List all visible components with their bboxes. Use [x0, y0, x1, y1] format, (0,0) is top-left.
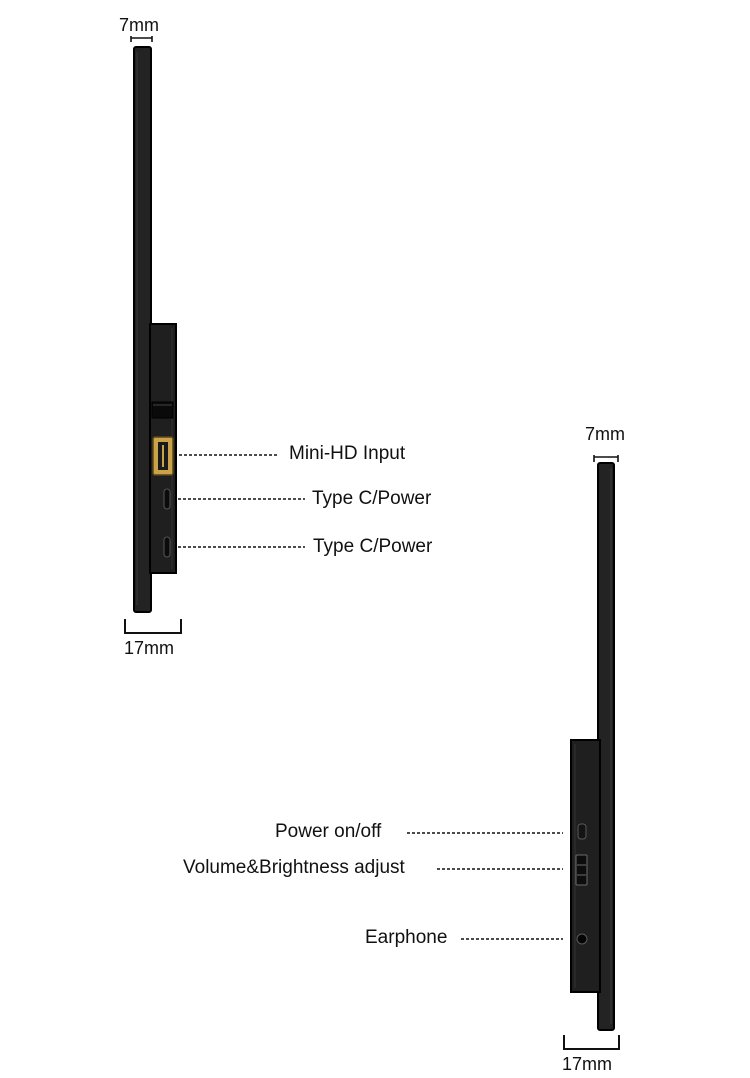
control-label-volume-brightness: Volume&Brightness adjust [183, 857, 405, 878]
dimension-label-17mm-bottom: 17mm [562, 1054, 613, 1074]
power-button-icon [577, 823, 587, 840]
port-label-type-c-2: Type C/Power [313, 536, 433, 557]
top-side-view [124, 36, 305, 634]
dimension-label-7mm-bottom: 7mm [585, 424, 625, 444]
port-label-type-c-1: Type C/Power [312, 488, 432, 509]
rocker-switch-icon [575, 854, 588, 886]
control-label-power: Power on/off [275, 821, 382, 842]
bottom-side-view [407, 455, 620, 1050]
hdmi-port-icon [152, 436, 174, 476]
earphone-jack-icon [576, 933, 588, 945]
dimension-bracket-7mm-top [130, 36, 153, 42]
dimension-label-17mm-top: 17mm [124, 638, 175, 658]
dimension-bracket-17mm-bottom [563, 1035, 620, 1050]
port-label-hdmi: Mini-HD Input [289, 443, 406, 464]
control-label-earphone: Earphone [365, 927, 448, 948]
usb-c-port-icon [163, 488, 171, 510]
dimension-bracket-7mm-bottom [593, 455, 619, 462]
usb-c-port-icon [163, 536, 171, 558]
dimension-bracket-17mm-top [124, 619, 182, 634]
slot-recess [151, 401, 174, 419]
dimension-label-7mm-top: 7mm [119, 15, 159, 35]
